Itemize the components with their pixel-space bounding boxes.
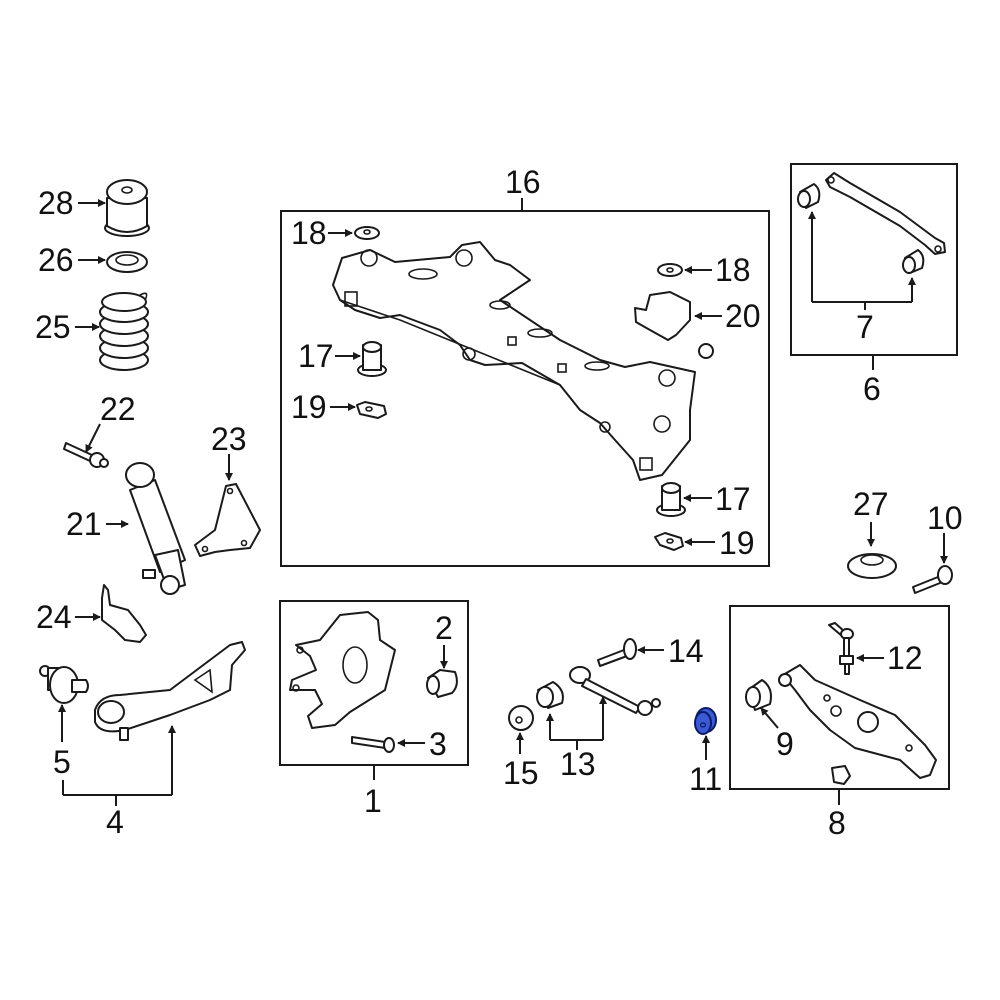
callout-15: 15 (503, 755, 539, 791)
group-box-1-knuckle (279, 600, 469, 766)
nut-8[interactable] (831, 765, 851, 785)
bushing-9[interactable] (745, 679, 779, 729)
coil-spring-25[interactable] (75, 292, 149, 371)
bushing-7-a[interactable] (797, 183, 821, 209)
callout-14: 14 (668, 633, 704, 669)
callout-11: 11 (689, 761, 723, 797)
bushing-2[interactable] (426, 645, 458, 698)
callout-18-right: 18 (715, 252, 751, 288)
bushing-7-b[interactable] (902, 249, 925, 274)
group-box-16-subframe (280, 210, 770, 567)
callout-7: 7 (856, 309, 874, 345)
bushing-15[interactable] (508, 705, 534, 754)
control-link-13[interactable] (569, 666, 661, 716)
callout-13: 13 (560, 746, 596, 782)
callout-12: 12 (887, 640, 923, 676)
bushing-17-left[interactable] (335, 341, 387, 377)
washer-18-left[interactable] (328, 226, 380, 240)
callout-22: 22 (100, 391, 136, 427)
callout-2: 2 (435, 610, 453, 646)
plate-19-left[interactable] (330, 401, 387, 419)
callout-5: 5 (53, 744, 71, 780)
bolt-3[interactable] (351, 736, 425, 753)
callout-16: 16 (505, 164, 541, 200)
callout-27: 27 (853, 486, 889, 522)
callout-23: 23 (211, 421, 247, 457)
trailing-arm-4[interactable] (62, 641, 246, 806)
callout-19-right: 19 (719, 525, 755, 561)
callout-25: 25 (35, 309, 71, 345)
callout-10: 10 (927, 500, 963, 536)
bump-stopper-28[interactable] (78, 179, 150, 237)
washer-18-right[interactable] (657, 263, 712, 277)
upper-arm-6[interactable] (825, 172, 946, 255)
bolt-10[interactable] (912, 533, 953, 594)
shield-24[interactable] (75, 584, 147, 643)
shock-absorber-21[interactable] (106, 462, 186, 595)
callout-1: 1 (364, 783, 382, 819)
callout-8: 8 (828, 805, 846, 841)
callout-21: 21 (66, 506, 102, 542)
group-box-6-upper-arm (790, 163, 958, 356)
group-box-8-lower-arm (729, 605, 950, 790)
callout-20: 20 (725, 298, 761, 334)
callout-18-left: 18 (291, 215, 327, 251)
spring-seat-26[interactable] (78, 251, 148, 273)
bolt-22[interactable] (63, 423, 109, 468)
callout-3: 3 (429, 726, 447, 762)
callout-17-left: 17 (298, 338, 334, 374)
subframe-16[interactable] (332, 241, 696, 481)
bushing-5[interactable] (39, 665, 89, 742)
callout-28: 28 (38, 185, 74, 221)
callout-19-left: 19 (291, 389, 327, 425)
bushing-17-right[interactable] (656, 482, 712, 517)
mount-bracket-20[interactable] (634, 291, 722, 359)
callout-17-right: 17 (715, 481, 751, 517)
bushing-11-highlighted[interactable] (694, 707, 717, 760)
callout-9: 9 (776, 726, 794, 762)
lower-arm-8[interactable] (778, 664, 937, 779)
bracket-23[interactable] (194, 454, 261, 557)
callout-6: 6 (863, 371, 881, 407)
callout-4: 4 (106, 804, 124, 840)
mount-27[interactable] (847, 522, 897, 579)
plate-19-right[interactable] (654, 532, 715, 551)
stabilizer-link-12[interactable] (828, 622, 884, 675)
knuckle-1[interactable] (289, 611, 396, 729)
callout-26: 26 (38, 242, 74, 278)
callout-24: 24 (36, 599, 72, 635)
bushing-13[interactable] (536, 681, 564, 709)
bolt-14[interactable] (597, 638, 664, 667)
